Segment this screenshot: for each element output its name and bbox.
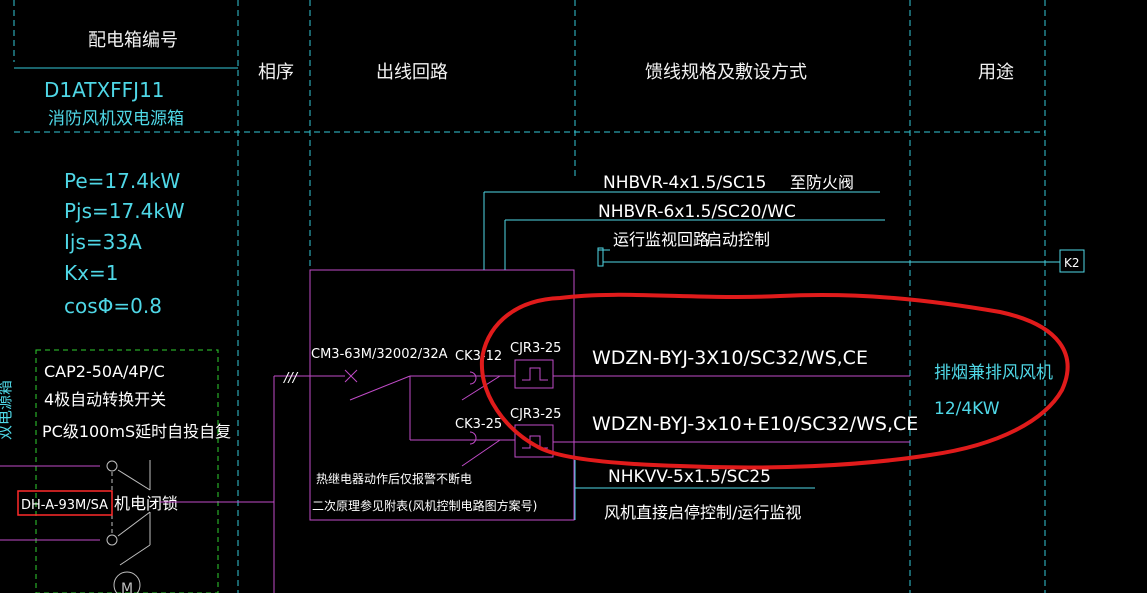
k2-label: K2 xyxy=(1064,256,1080,270)
thermal2-label: CJR3-25 xyxy=(510,407,561,422)
ats-model: CAP2-50A/4P/C xyxy=(44,362,165,381)
feeder2-spec: NHBVR-6x1.5/SC20/WC xyxy=(598,202,796,222)
ats-line3: PC级100mS延时自投自复 xyxy=(42,422,231,441)
feeder1-dest: 至防火阀 xyxy=(790,173,854,192)
header-phase: 相序 xyxy=(258,62,294,83)
circuit-box xyxy=(309,269,575,521)
feeder3-desc: 风机直接启停控制/运行监视 xyxy=(604,503,801,522)
ats-switch-symbol xyxy=(0,460,151,593)
note-thermal: 热继电器动作后仅报警不断电 xyxy=(316,471,472,486)
feeder1-spec: NHBVR-4x1.5/SC15 xyxy=(603,173,766,193)
param-pe: Pe=17.4kW xyxy=(64,169,181,193)
feeder-texts: NHBVR-4x1.5/SC15 至防火阀 NHBVR-6x1.5/SC20/W… xyxy=(592,173,918,522)
phase-mark: /// xyxy=(283,371,299,386)
cable2-spec: WDZN-BYJ-3x10+E10/SC32/WS,CE xyxy=(592,413,918,435)
left-side-text: 双电源箱 xyxy=(0,380,14,440)
header-usage: 用途 xyxy=(978,62,1014,83)
param-cos: cosΦ=0.8 xyxy=(64,294,162,318)
relay-label: DH-A-93M/SA xyxy=(21,498,108,513)
contactor2-label: CK3-25 xyxy=(455,417,502,432)
motor-symbol-label: M xyxy=(121,581,133,593)
breaker-label: CM3-63M/32002/32A xyxy=(311,347,448,362)
usage-line2: 12/4KW xyxy=(934,399,1000,419)
box-id: D1ATXFFJ11 xyxy=(44,78,165,102)
circuit-notes: 热继电器动作后仅报警不断电 二次原理参见附表(风机控制电路图方案号) xyxy=(312,471,537,513)
usage-info: 排烟兼排风风机 12/4KW xyxy=(934,363,1053,419)
header-feeder: 馈线规格及敷设方式 xyxy=(645,62,807,83)
header-box-number: 配电箱编号 xyxy=(88,30,178,51)
note-secondary: 二次原理参见附表(风机控制电路图方案号) xyxy=(312,498,537,513)
header: 配电箱编号 相序 出线回路 馈线规格及敷设方式 用途 xyxy=(88,30,1014,83)
param-pjs: Pjs=17.4kW xyxy=(64,199,185,223)
cable1-spec: WDZN-BYJ-3X10/SC32/WS,CE xyxy=(592,347,868,369)
ats-info: CAP2-50A/4P/C 4极自动转换开关 PC级100mS延时自投自复 xyxy=(42,362,231,441)
thermal1-label: CJR3-25 xyxy=(510,341,561,356)
param-ijs: Ijs=33A xyxy=(64,230,142,254)
usage-line1: 排烟兼排风风机 xyxy=(934,363,1053,383)
ats-line2: 4极自动转换开关 xyxy=(44,390,166,409)
feeder2-desc2: 启动控制 xyxy=(706,230,770,249)
feeder2-desc1: 运行监视回路 xyxy=(613,230,709,249)
relay-box xyxy=(17,490,113,516)
highlight-ellipse xyxy=(479,292,1070,470)
contactor-symbols xyxy=(461,371,515,467)
interlock-label: 机电闭锁 xyxy=(114,494,178,513)
load-params: Pe=17.4kW Pjs=17.4kW Ijs=33A Kx=1 cosΦ=0… xyxy=(64,169,185,318)
box-name: 消防风机双电源箱 xyxy=(48,109,184,129)
control-feeders xyxy=(483,191,1085,520)
table-grid xyxy=(13,0,1046,593)
contactor1-label: CK3-12 xyxy=(455,349,502,364)
feeder3-spec: NHKVV-5x1.5/SC25 xyxy=(608,467,771,487)
thermal-symbols xyxy=(514,359,910,458)
param-kx: Kx=1 xyxy=(64,261,118,285)
breaker-symbol xyxy=(344,369,490,441)
header-outgoing: 出线回路 xyxy=(376,62,448,83)
box-info: D1ATXFFJ11 消防风机双电源箱 xyxy=(44,78,184,129)
ats-box xyxy=(35,349,219,593)
